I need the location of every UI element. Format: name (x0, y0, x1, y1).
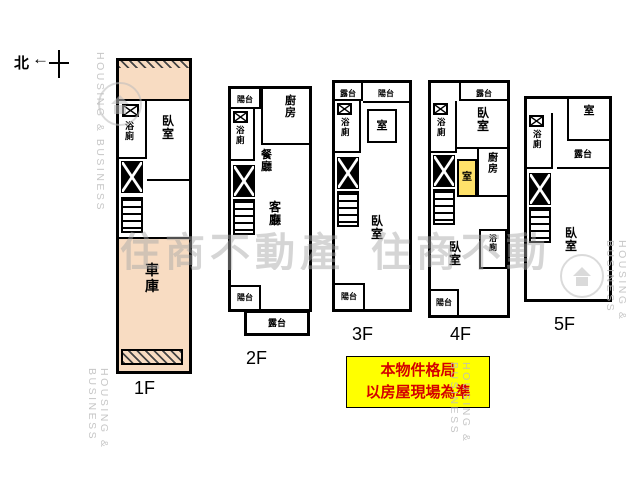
room-label-kitchen: 廚房 (285, 95, 296, 120)
garage-door-hatch (121, 349, 183, 365)
compass-cross-vertical (58, 50, 60, 78)
room-highlight-4f: 室 (457, 159, 477, 197)
room-bath-2f: 浴廁 (231, 109, 255, 161)
room-label-bedroom: 臥室 (162, 114, 175, 142)
window-x-icon (122, 104, 139, 117)
floorplan-2f: 陽台 廚房 浴廁 餐廳 客廳 陽台 (228, 86, 312, 312)
floorplan-4f: 露台 浴廁 臥室 廚房 室 浴廁 臥室 陽台 (428, 80, 510, 318)
room-terrace-5f: 露台 (557, 141, 609, 169)
room-label-terrace: 露台 (340, 89, 356, 98)
room-bath-3f: 浴廁 (335, 101, 361, 153)
room-label-bedroom: 臥室 (477, 106, 490, 134)
porch-hatch (119, 61, 189, 68)
brand-watermark-en: HOUSING & BUSINESS (94, 52, 106, 212)
brand-watermark-en: HOUSING & BUSINESS (86, 368, 110, 450)
room-balcony-bottom-2f: 陽台 (231, 285, 261, 309)
floor-label-4f: 4F (450, 324, 472, 344)
room-bath-bottom-4f: 浴廁 (479, 229, 507, 269)
room-balcony-bottom-3f: 陽台 (335, 283, 365, 309)
floorplan-3f: 露台 陽台 浴廁 室 臥室 陽台 (332, 80, 412, 312)
room-label-garage: 車庫 (145, 262, 159, 294)
compass-cross-horizontal (49, 62, 69, 64)
room-balcony-top-2f: 陽台 (231, 89, 261, 109)
floorplan-5f: 室 浴廁 露台 臥室 (524, 96, 612, 302)
room-label-balcony: 陽台 (436, 298, 452, 307)
window-x-icon (337, 103, 352, 115)
north-arrow-icon: ← (32, 49, 49, 68)
room-label-balcony: 陽台 (378, 89, 394, 98)
disclaimer-notice: 本物件格局 以房屋現場為準 (346, 356, 490, 408)
room-kitchen-4f: 廚房 (477, 149, 507, 197)
stairs-icon (233, 199, 255, 235)
floor-label-5f: 5F (554, 314, 576, 334)
window-x-icon (529, 115, 544, 127)
room-label-room: 室 (583, 105, 595, 117)
room-bath-5f: 浴廁 (527, 113, 553, 169)
room-label-bedroom: 臥室 (371, 214, 384, 242)
room-label-bath: 浴廁 (533, 129, 542, 149)
room-label-terrace: 露台 (267, 318, 286, 328)
room-bath-1f: 浴廁 (119, 101, 147, 159)
room-label-bedroom: 臥室 (565, 226, 578, 254)
floor-label-2f: 2F (246, 348, 268, 368)
room-label-terrace: 露台 (476, 89, 492, 98)
room-label-balcony: 陽台 (237, 293, 253, 302)
window-x-icon (433, 103, 448, 115)
room-label-bath: 浴廁 (437, 117, 446, 137)
disclaimer-line-1: 本物件格局 (380, 362, 456, 380)
stairs-icon (337, 191, 359, 227)
room-label-bath: 浴廁 (489, 234, 497, 252)
room-label-dining: 餐廳 (261, 149, 272, 174)
north-label: 北 (14, 55, 30, 72)
elevator-icon (433, 155, 455, 187)
room-balcony-4f: 陽台 (431, 289, 459, 315)
room-label-bedroom: 臥室 (449, 240, 462, 268)
room-label-bath: 浴廁 (236, 125, 245, 145)
floor-label-3f: 3F (352, 324, 374, 344)
room-label-bath: 浴廁 (125, 121, 135, 142)
room-label-kitchen: 廚房 (488, 153, 498, 176)
room-terrace-2f: 露台 (244, 310, 310, 336)
room-bath-top-4f: 浴廁 (431, 101, 457, 153)
room-balcony-top-3f: 陽台 (363, 83, 409, 103)
room-small-3f: 室 (367, 109, 397, 143)
disclaimer-line-2: 以房屋現場為準 (365, 384, 471, 401)
stairs-icon (121, 197, 143, 233)
room-label-balcony: 陽台 (341, 292, 357, 301)
room-terrace-3f: 露台 (335, 83, 363, 101)
floorplan-1f: 浴廁 臥室 車庫 (116, 58, 192, 374)
elevator-icon (121, 161, 143, 193)
floor-label-1f: 1F (134, 378, 156, 398)
room-label-terrace: 露台 (573, 149, 592, 159)
room-small-5f: 室 (567, 99, 609, 141)
room-label-room: 室 (376, 120, 388, 132)
room-terrace-4f: 露台 (459, 83, 507, 101)
elevator-icon (233, 165, 255, 197)
stairs-icon (529, 207, 551, 243)
room-label-living: 客廳 (269, 200, 282, 228)
room-garage: 車庫 (119, 237, 189, 371)
room-kitchen-2f: 廚房 (261, 89, 309, 145)
elevator-icon (337, 157, 359, 189)
porch-area (119, 61, 189, 101)
stairs-icon (433, 189, 455, 225)
room-label-room: 室 (462, 172, 472, 183)
window-x-icon (233, 111, 248, 123)
elevator-icon (529, 173, 551, 205)
room-label-balcony: 陽台 (237, 95, 253, 104)
room-bedroom-1f: 臥室 (147, 101, 189, 181)
room-label-bath: 浴廁 (341, 117, 350, 137)
room-bedroom-top-4f: 臥室 (457, 101, 507, 149)
